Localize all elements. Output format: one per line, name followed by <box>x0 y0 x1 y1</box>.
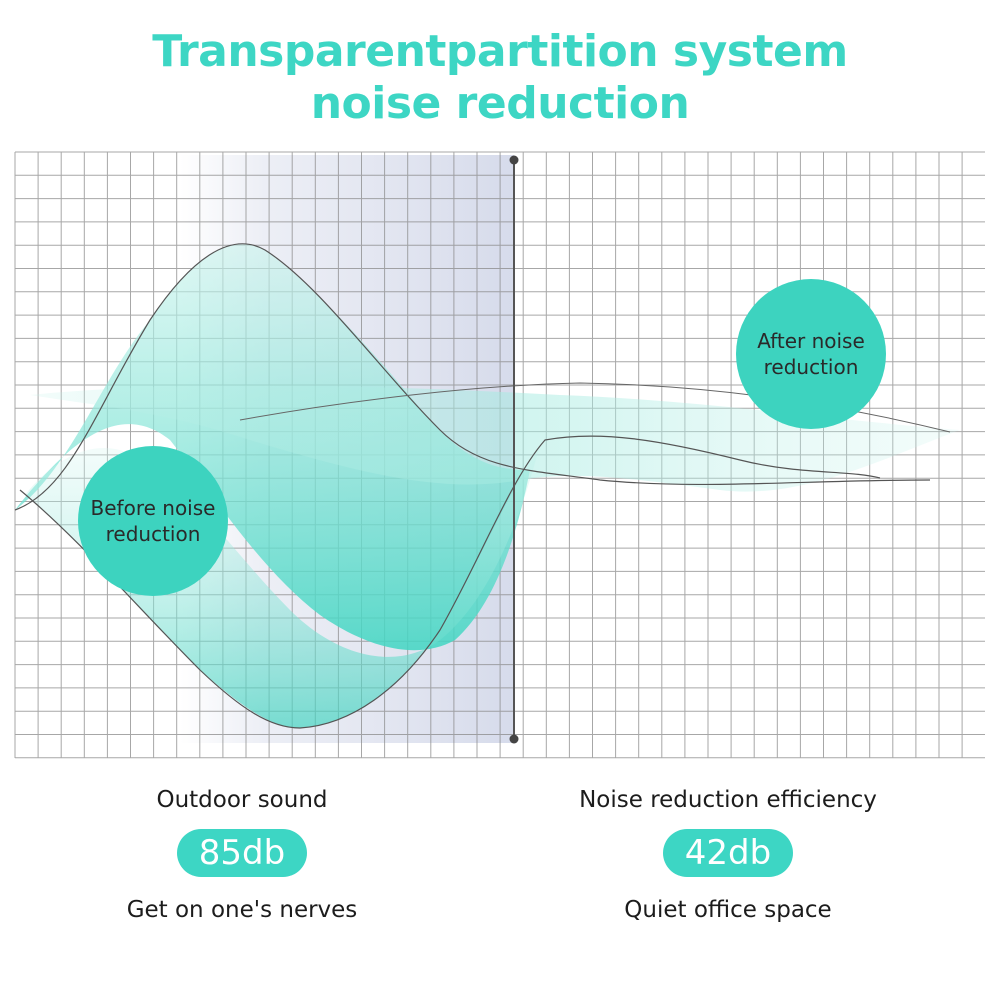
wave-fill-upper <box>15 243 530 651</box>
outdoor-sound-value: 85db <box>176 829 308 877</box>
page-title: Transparentpartition system noise reduct… <box>0 26 1000 130</box>
wave-fill-flat <box>30 385 960 492</box>
before-bubble-line-2: reduction <box>105 522 201 546</box>
after-bubble-line-2: reduction <box>763 355 859 379</box>
title-line-2: noise reduction <box>310 78 690 129</box>
outdoor-sound-description: Get on one's nerves <box>126 897 358 923</box>
noise-reduction-description: Quiet office space <box>624 897 832 923</box>
divider-bottom-dot <box>509 734 519 744</box>
outdoor-sound-label: Outdoor sound <box>156 787 328 813</box>
after-bubble-line-1: After noise <box>757 329 865 353</box>
noise-reduction-value: 42db <box>662 829 794 877</box>
noise-reduction-stat: Noise reduction efficiency 42db Quiet of… <box>528 783 928 927</box>
before-bubble-line-1: Before noise <box>90 496 216 520</box>
title-line-1: Transparentpartition system <box>152 26 848 77</box>
wave-line-upper <box>14 243 931 511</box>
after-noise-reduction-bubble: After noise reduction <box>736 279 886 429</box>
noise-reduction-label: Noise reduction efficiency <box>579 787 877 813</box>
before-noise-reduction-bubble: Before noise reduction <box>78 446 228 596</box>
outdoor-sound-stat: Outdoor sound 85db Get on one's nerves <box>42 783 442 927</box>
wave-line-lower <box>19 435 881 729</box>
divider-top-dot <box>509 155 519 165</box>
